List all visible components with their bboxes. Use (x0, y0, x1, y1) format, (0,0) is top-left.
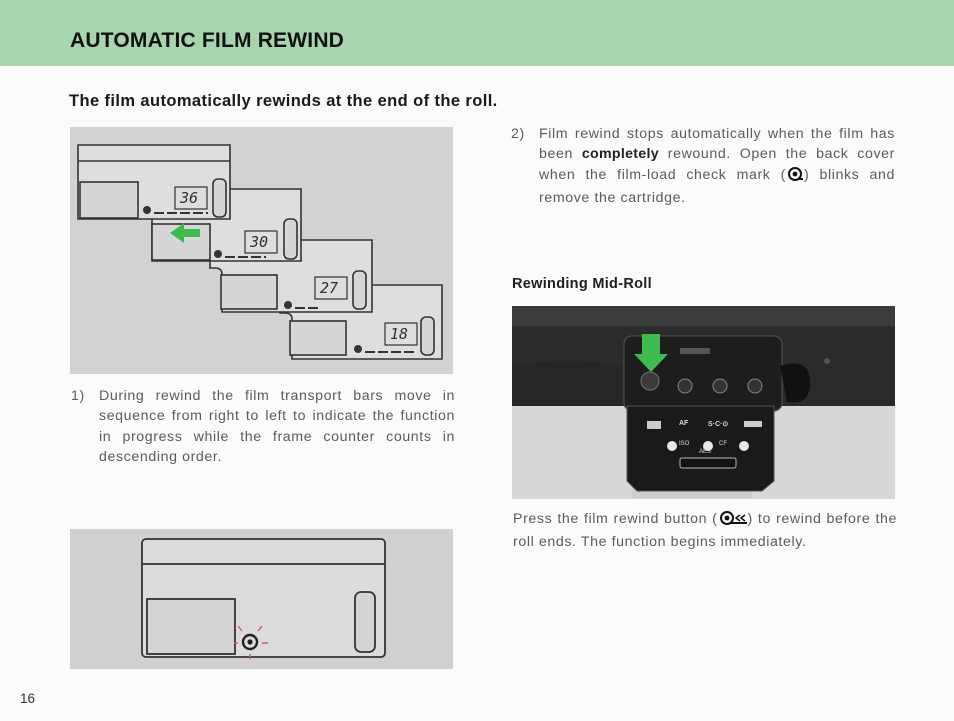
mid-roll-text: Press the film rewind button () to rewin… (513, 509, 897, 553)
lcd-sequence-illustration (77, 144, 443, 360)
mid-roll-heading: Rewinding Mid-Roll (512, 276, 652, 292)
photo-label-iso: ISO (679, 441, 690, 447)
page-number: 16 (20, 691, 36, 706)
frame-count-27: 27 (320, 279, 339, 297)
down-arrow-icon (634, 334, 668, 372)
photo-label-cf: CF (719, 441, 727, 447)
camera-rewind-button-photo: AF S·C·⊙ ISO CF AES (512, 306, 895, 499)
photo-label-aes: AES (699, 449, 712, 455)
left-arrow-icon (170, 223, 200, 243)
step-1-number: 1) (71, 388, 85, 404)
frame-count-36: 36 (180, 189, 199, 207)
camera-back-illustration (512, 306, 895, 499)
step-1-text: 1) During rewind the film transport bars… (71, 386, 455, 468)
mid-roll-body-a: Press the film rewind button ( (513, 511, 718, 527)
frame-count-30: 30 (250, 233, 269, 251)
mid-roll-body-b: ) to rewind before the roll ends. The fu… (513, 511, 897, 551)
photo-label-scs: S·C·⊙ (708, 421, 729, 428)
photo-label-af: AF (679, 420, 689, 427)
step-2-emphasis: completely (581, 146, 659, 163)
frame-count-18: 18 (390, 325, 409, 343)
step-2-text: 2) Film rewind stops automatically when … (511, 124, 895, 209)
film-rewind-button-icon (718, 510, 748, 532)
step-2-body-b: rewound. Open the back cover when the fi… (539, 146, 895, 183)
section-header: AUTOMATIC FILM REWIND (0, 0, 954, 66)
rewind-sequence-figure: 36 30 27 18 (70, 127, 453, 374)
page-title: AUTOMATIC FILM REWIND (70, 29, 345, 52)
film-cartridge-icon (241, 633, 259, 651)
step-1-body: During rewind the film transport bars mo… (99, 388, 455, 466)
step-2-body-a: Film rewind stops automatically when the… (539, 126, 895, 163)
step-2-number: 2) (511, 126, 525, 142)
step-2-body-c: ) blinks and remove the cartridge. (539, 166, 895, 207)
film-load-check-icon (786, 166, 804, 188)
lcd-blink-illustration (141, 538, 386, 659)
subtitle: The film automatically rewinds at the en… (69, 92, 498, 110)
film-load-blink-figure (70, 529, 453, 669)
